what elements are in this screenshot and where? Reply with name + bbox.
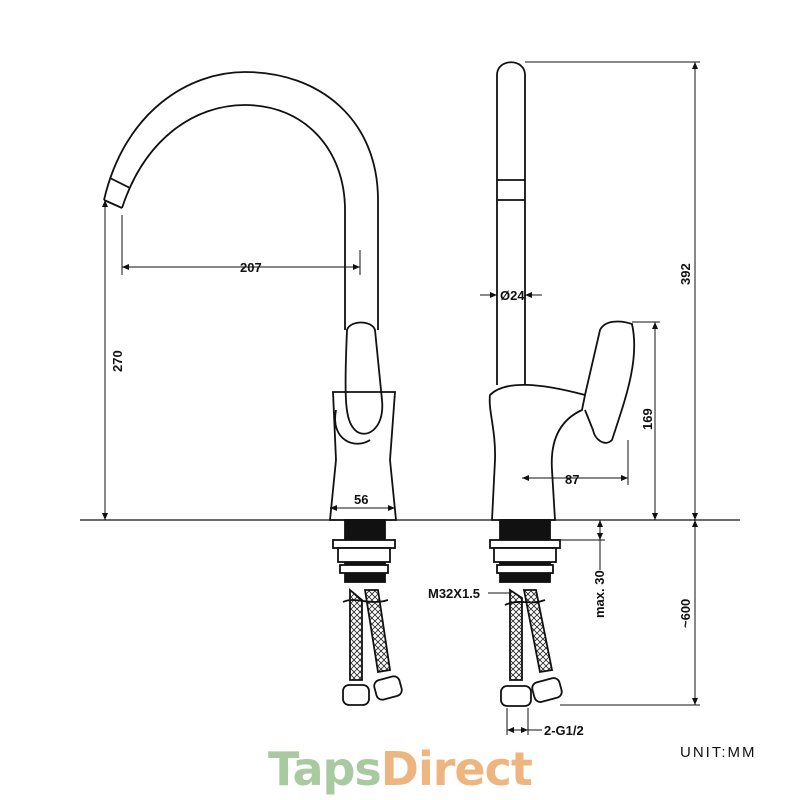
dim-max-thickness: max. 30	[592, 570, 607, 618]
dim-handle-reach: 87	[565, 472, 579, 487]
dim-base-width: 56	[354, 492, 368, 507]
dimension-lines	[102, 61, 700, 735]
dim-thread: M32X1.5	[428, 586, 480, 601]
front-view-faucet	[103, 71, 403, 706]
dim-spout-reach: 207	[240, 260, 262, 275]
logo-part-direct: Direct	[380, 742, 533, 796]
dim-handle-height: 169	[640, 408, 655, 430]
tapsdirect-logo: TapsDirect	[268, 742, 533, 796]
dim-connection: 2-G1/2	[544, 723, 584, 738]
dim-hose-length: ~600	[678, 599, 693, 628]
logo-part-taps: Taps	[268, 742, 382, 796]
dim-spout-height: 270	[110, 350, 125, 372]
side-view-faucet	[488, 61, 636, 707]
dim-spout-diameter: Ø24	[500, 288, 525, 303]
unit-label: UNIT:MM	[680, 744, 757, 761]
dim-total-height: 392	[678, 263, 693, 285]
